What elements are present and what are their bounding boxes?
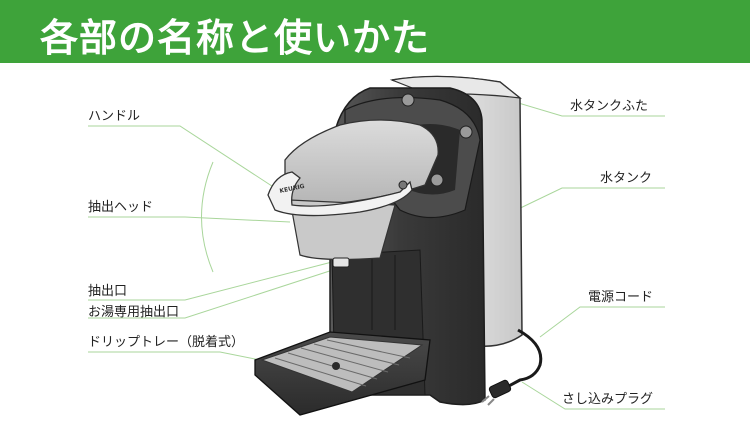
- leader-handle: [88, 125, 279, 191]
- plug-graphic: [481, 379, 512, 406]
- label-tank: 水タンク: [600, 171, 653, 186]
- brew-head: KEURIG: [267, 119, 439, 268]
- leader-hot-water-outlet: [88, 265, 346, 319]
- leader-outlet: [88, 261, 333, 301]
- leader-brew-head: [88, 216, 291, 223]
- label-brew-head: 抽出ヘッド: [88, 200, 154, 215]
- page-title: 各部の名称と使いかた: [40, 16, 431, 60]
- label-handle: ハンドル: [88, 109, 141, 124]
- leader-lines: [88, 98, 665, 410]
- leader-power-cord: [539, 306, 665, 338]
- leader-tank-lid: [504, 98, 665, 117]
- leader-plug: [521, 381, 665, 410]
- label-drip-tray: ドリップトレー（脱着式）: [88, 335, 245, 350]
- leader-tank: [509, 187, 665, 214]
- power-cord-graphic: [504, 328, 543, 390]
- label-hot-water-outlet: お湯専用抽出口: [88, 305, 180, 320]
- knob-front: [430, 173, 444, 187]
- outlet-nozzle: [332, 257, 350, 268]
- knob-left: [401, 93, 415, 107]
- leader-drip-tray: [88, 351, 271, 363]
- knob-right: [459, 125, 473, 139]
- label-plug: さし込みプラグ: [562, 392, 654, 407]
- label-tank-lid: 水タンクふた: [570, 99, 649, 114]
- handle: [267, 171, 413, 217]
- leader-bracket: [201, 161, 214, 273]
- title-banner: 各部の名称と使いかた: [0, 0, 750, 63]
- label-power-cord: 電源コード: [588, 290, 654, 305]
- drip-tray-graphic: [254, 331, 431, 416]
- label-outlet: 抽出口: [88, 284, 128, 299]
